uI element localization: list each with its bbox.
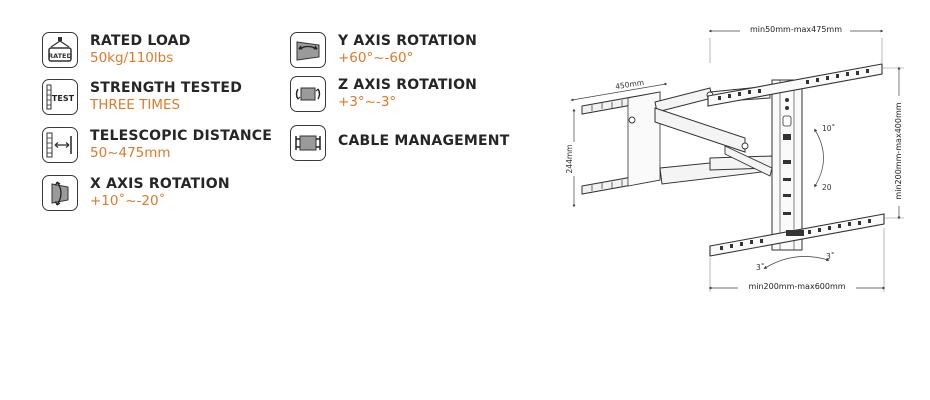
strength-tested-title: STRENGTH TESTED	[90, 80, 243, 96]
bottom-dimension-label: min200mm-max600mm	[748, 282, 845, 291]
level-left-label: 3˚	[756, 263, 765, 272]
z-axis-rotation-title: Z AXIS ROTATION	[338, 77, 478, 93]
weight-icon: RATED	[42, 32, 78, 68]
bottom-dimension-line	[708, 228, 886, 292]
top-dimension-label: min50mm-max475mm	[750, 25, 842, 34]
x-axis-rotation-title: X AXIS ROTATION	[90, 176, 230, 192]
tv-adapter-column	[771, 79, 803, 251]
rated-load-value: 50kg/110lbs	[90, 50, 174, 66]
tilt-down-label: 20	[822, 183, 832, 192]
z-axis-rotation-value: +3°~-3°	[338, 94, 397, 110]
tilt-up-label: 10˚	[822, 124, 835, 133]
top-dimension-line	[708, 24, 884, 63]
telescopic-distance-value: 50~475mm	[90, 145, 171, 161]
x-axis-rotation-value: +10˚~-20˚	[90, 193, 166, 209]
rated-load-title: RATED LOAD	[90, 33, 191, 49]
test-icon: TEST	[42, 79, 78, 115]
wall-plate-height-dimension	[565, 108, 577, 208]
tv-top-rail	[707, 63, 883, 107]
svg-text:TEST: TEST	[52, 94, 75, 103]
wall-plate-height-label: 244mm	[565, 145, 574, 174]
vertical-dimension-line	[882, 66, 906, 220]
tilt-icon	[42, 175, 78, 211]
svg-text:RATED: RATED	[48, 52, 72, 60]
telescopic-distance-title: TELESCOPIC DISTANCE	[90, 128, 273, 144]
cable-icon	[290, 125, 326, 161]
wall-plate	[581, 91, 661, 195]
vertical-dimension-label: min200mm-max400mm	[894, 102, 903, 199]
swivel-icon	[290, 32, 326, 68]
y-axis-rotation-title: Y AXIS ROTATION	[338, 33, 478, 49]
strength-tested-value: THREE TIMES	[90, 97, 181, 113]
telescopic-icon	[42, 127, 78, 163]
arm-width-dimension	[570, 82, 668, 102]
cable-management-title: CABLE MANAGEMENT	[338, 133, 510, 149]
arm-width-label: 450mm	[615, 78, 645, 91]
level-rotation-arrow	[763, 256, 830, 269]
mount-dimension-diagram: min50mm-max475mm 450mm 244mm	[560, 18, 920, 298]
y-axis-rotation-value: +60°~-60°	[338, 50, 414, 66]
level-icon	[290, 76, 326, 112]
tv-bottom-rail	[709, 213, 885, 257]
level-right-label: 3˚	[826, 252, 835, 261]
articulating-arms	[628, 85, 773, 185]
tilt-rotation-arrow	[814, 128, 824, 188]
